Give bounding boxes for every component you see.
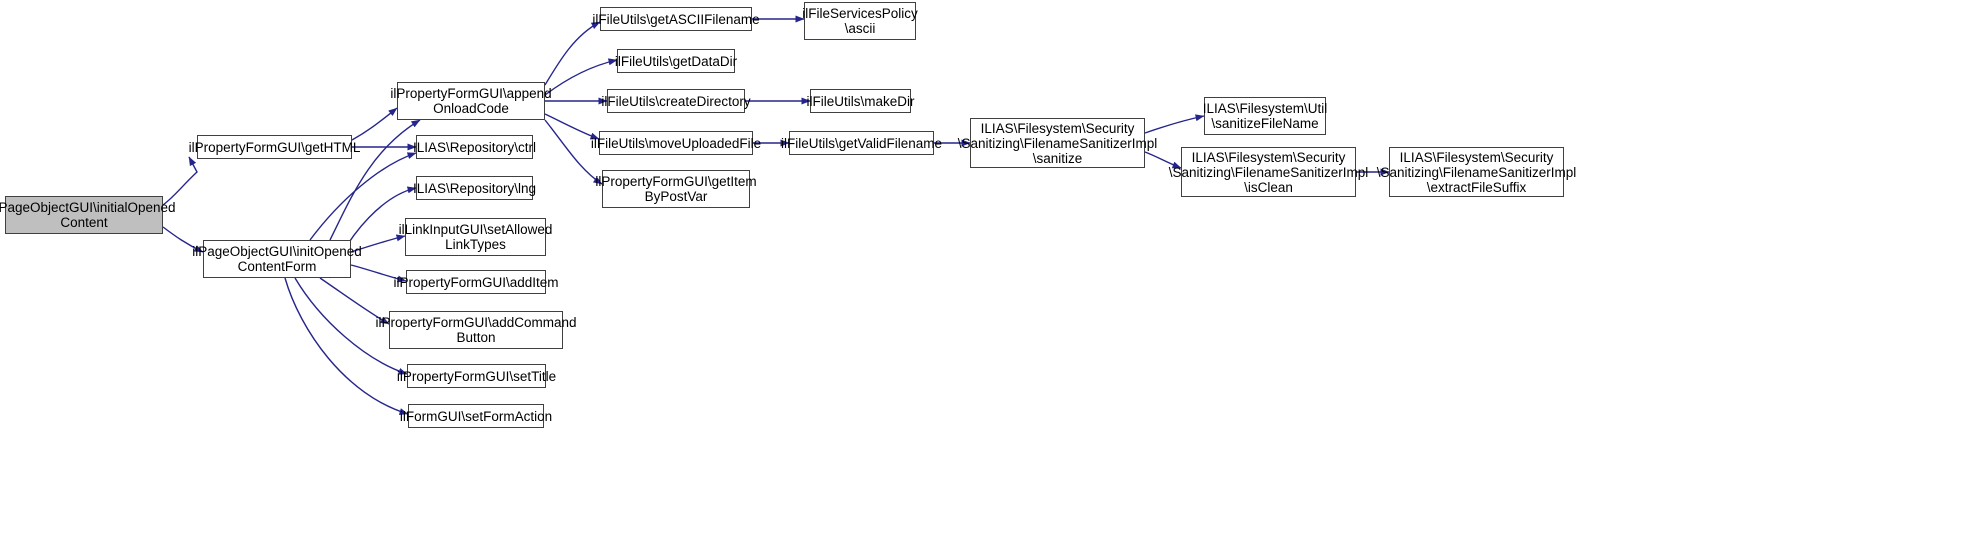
graph-node[interactable]: ilPageObjectGUI\initOpened ContentForm	[192, 240, 362, 278]
graph-node[interactable]: ilPropertyFormGUI\setTitle	[397, 364, 556, 388]
graph-node[interactable]: ILIAS\Repository\ctrl	[413, 135, 536, 159]
graph-node[interactable]: ilFileUtils\getASCIIFilename	[592, 7, 760, 31]
graph-node[interactable]: ilPropertyFormGUI\getHTML	[189, 135, 360, 159]
graph-node[interactable]: ilFileUtils\createDirectory	[601, 89, 751, 113]
graph-node[interactable]: ilFileServicesPolicy \ascii	[802, 2, 918, 40]
graph-node[interactable]: ilFileUtils\getDataDir	[615, 49, 737, 73]
graph-node[interactable]: ilFileUtils\getValidFilename	[781, 131, 942, 155]
graph-node[interactable]: ilPropertyFormGUI\append OnloadCode	[390, 82, 552, 120]
graph-node[interactable]: ilPropertyFormGUI\getItem ByPostVar	[595, 170, 757, 208]
graph-node[interactable]: ilLinkInputGUI\setAllowed LinkTypes	[399, 218, 552, 256]
graph-node[interactable]: ilFormGUI\setFormAction	[400, 404, 552, 428]
graph-edge	[544, 119, 603, 185]
graph-node[interactable]: ILIAS\Filesystem\Security \Sanitizing\Fi…	[958, 118, 1157, 168]
graph-node[interactable]: ILIAS\Repository\lng	[413, 176, 536, 200]
graph-node[interactable]: ILIAS\Filesystem\Security \Sanitizing\Fi…	[1377, 147, 1576, 197]
graph-node[interactable]: ILIAS\Filesystem\Security \Sanitizing\Fi…	[1169, 147, 1368, 197]
graph-node[interactable]: ilFileUtils\moveUploadedFile	[591, 131, 761, 155]
graph-edge	[544, 21, 601, 86]
graph-node[interactable]: ilPropertyFormGUI\addItem	[393, 270, 559, 294]
graph-node[interactable]: ilPropertyFormGUI\addCommand Button	[375, 311, 577, 349]
graph-node[interactable]: ilPageObjectGUI\initialOpened Content	[0, 196, 176, 234]
graph-node[interactable]: ilFileUtils\makeDir	[807, 89, 915, 113]
graph-node[interactable]: ILIAS\Filesystem\Util \sanitizeFileName	[1203, 97, 1327, 135]
graph-edge	[162, 156, 198, 206]
